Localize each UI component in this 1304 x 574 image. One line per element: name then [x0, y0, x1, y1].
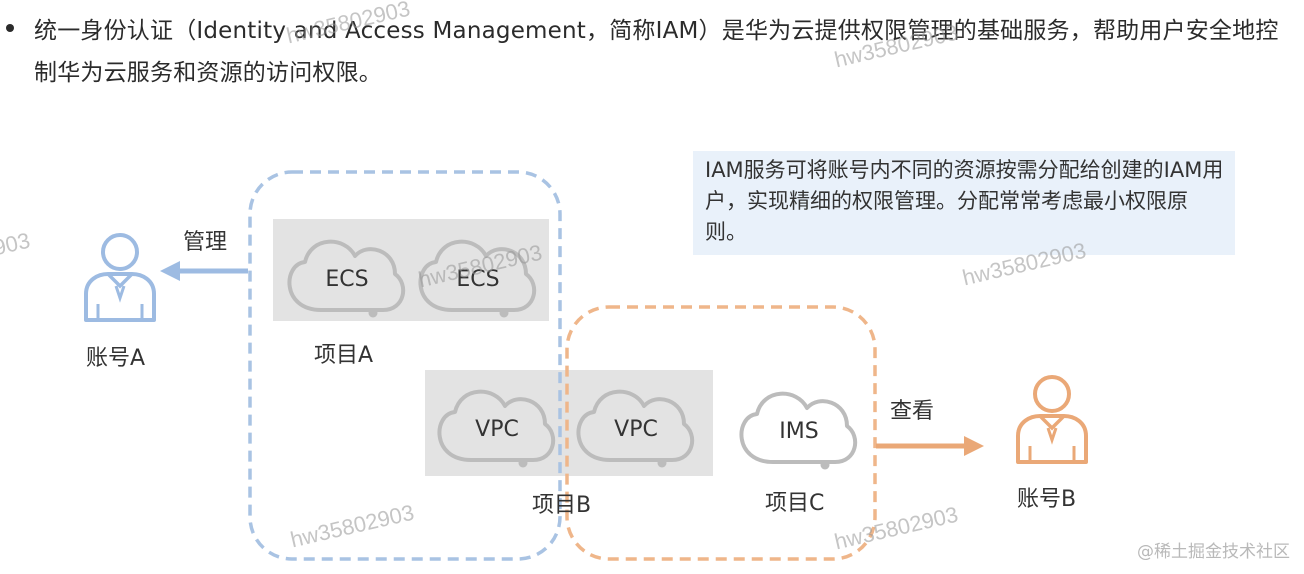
intro-paragraph: 统一身份认证（Identity and Access Management，简称…: [34, 18, 1279, 86]
account-a-user-icon: [84, 233, 156, 322]
bullet-dot: [6, 24, 14, 32]
ecs-resource-block: [273, 219, 549, 321]
iam-note-box: IAM服务可将账号内不同的资源按需分配给创建的IAM用户，实现精细的权限管理。分…: [693, 151, 1235, 255]
account-b-label: 账号B: [1017, 487, 1076, 512]
account-b-user-icon: [1016, 375, 1088, 464]
footer-credit: @稀土掘金技术社区: [1137, 542, 1290, 562]
project-c-boundary: [565, 305, 877, 561]
cloud-label-ecs-1: ECS: [325, 267, 368, 292]
cloud-icon-vpc-1: VPC: [437, 389, 556, 470]
account-a-label: 账号A: [86, 346, 145, 371]
cloud-label-ecs-2: ECS: [456, 267, 499, 292]
manage-arrow: [160, 261, 248, 281]
cloud-icon-ims: IMS: [739, 391, 858, 472]
project-b-label: 项目B: [532, 493, 591, 518]
cloud-label-ims: IMS: [779, 419, 818, 444]
project-a-boundary: [248, 170, 562, 561]
cloud-label-vpc-2: VPC: [614, 417, 658, 442]
view-arrow: [876, 436, 984, 456]
cloud-label-vpc-1: VPC: [475, 417, 519, 442]
cloud-icon-vpc-2: VPC: [576, 389, 695, 470]
view-arrow-label: 查看: [890, 399, 934, 424]
project-a-label: 项目A: [314, 343, 373, 368]
project-c-label: 项目C: [765, 491, 824, 516]
cloud-icon-ecs-1: ECS: [287, 239, 406, 320]
cloud-icon-ecs-2: ECS: [418, 239, 537, 320]
manage-arrow-label: 管理: [183, 230, 227, 255]
